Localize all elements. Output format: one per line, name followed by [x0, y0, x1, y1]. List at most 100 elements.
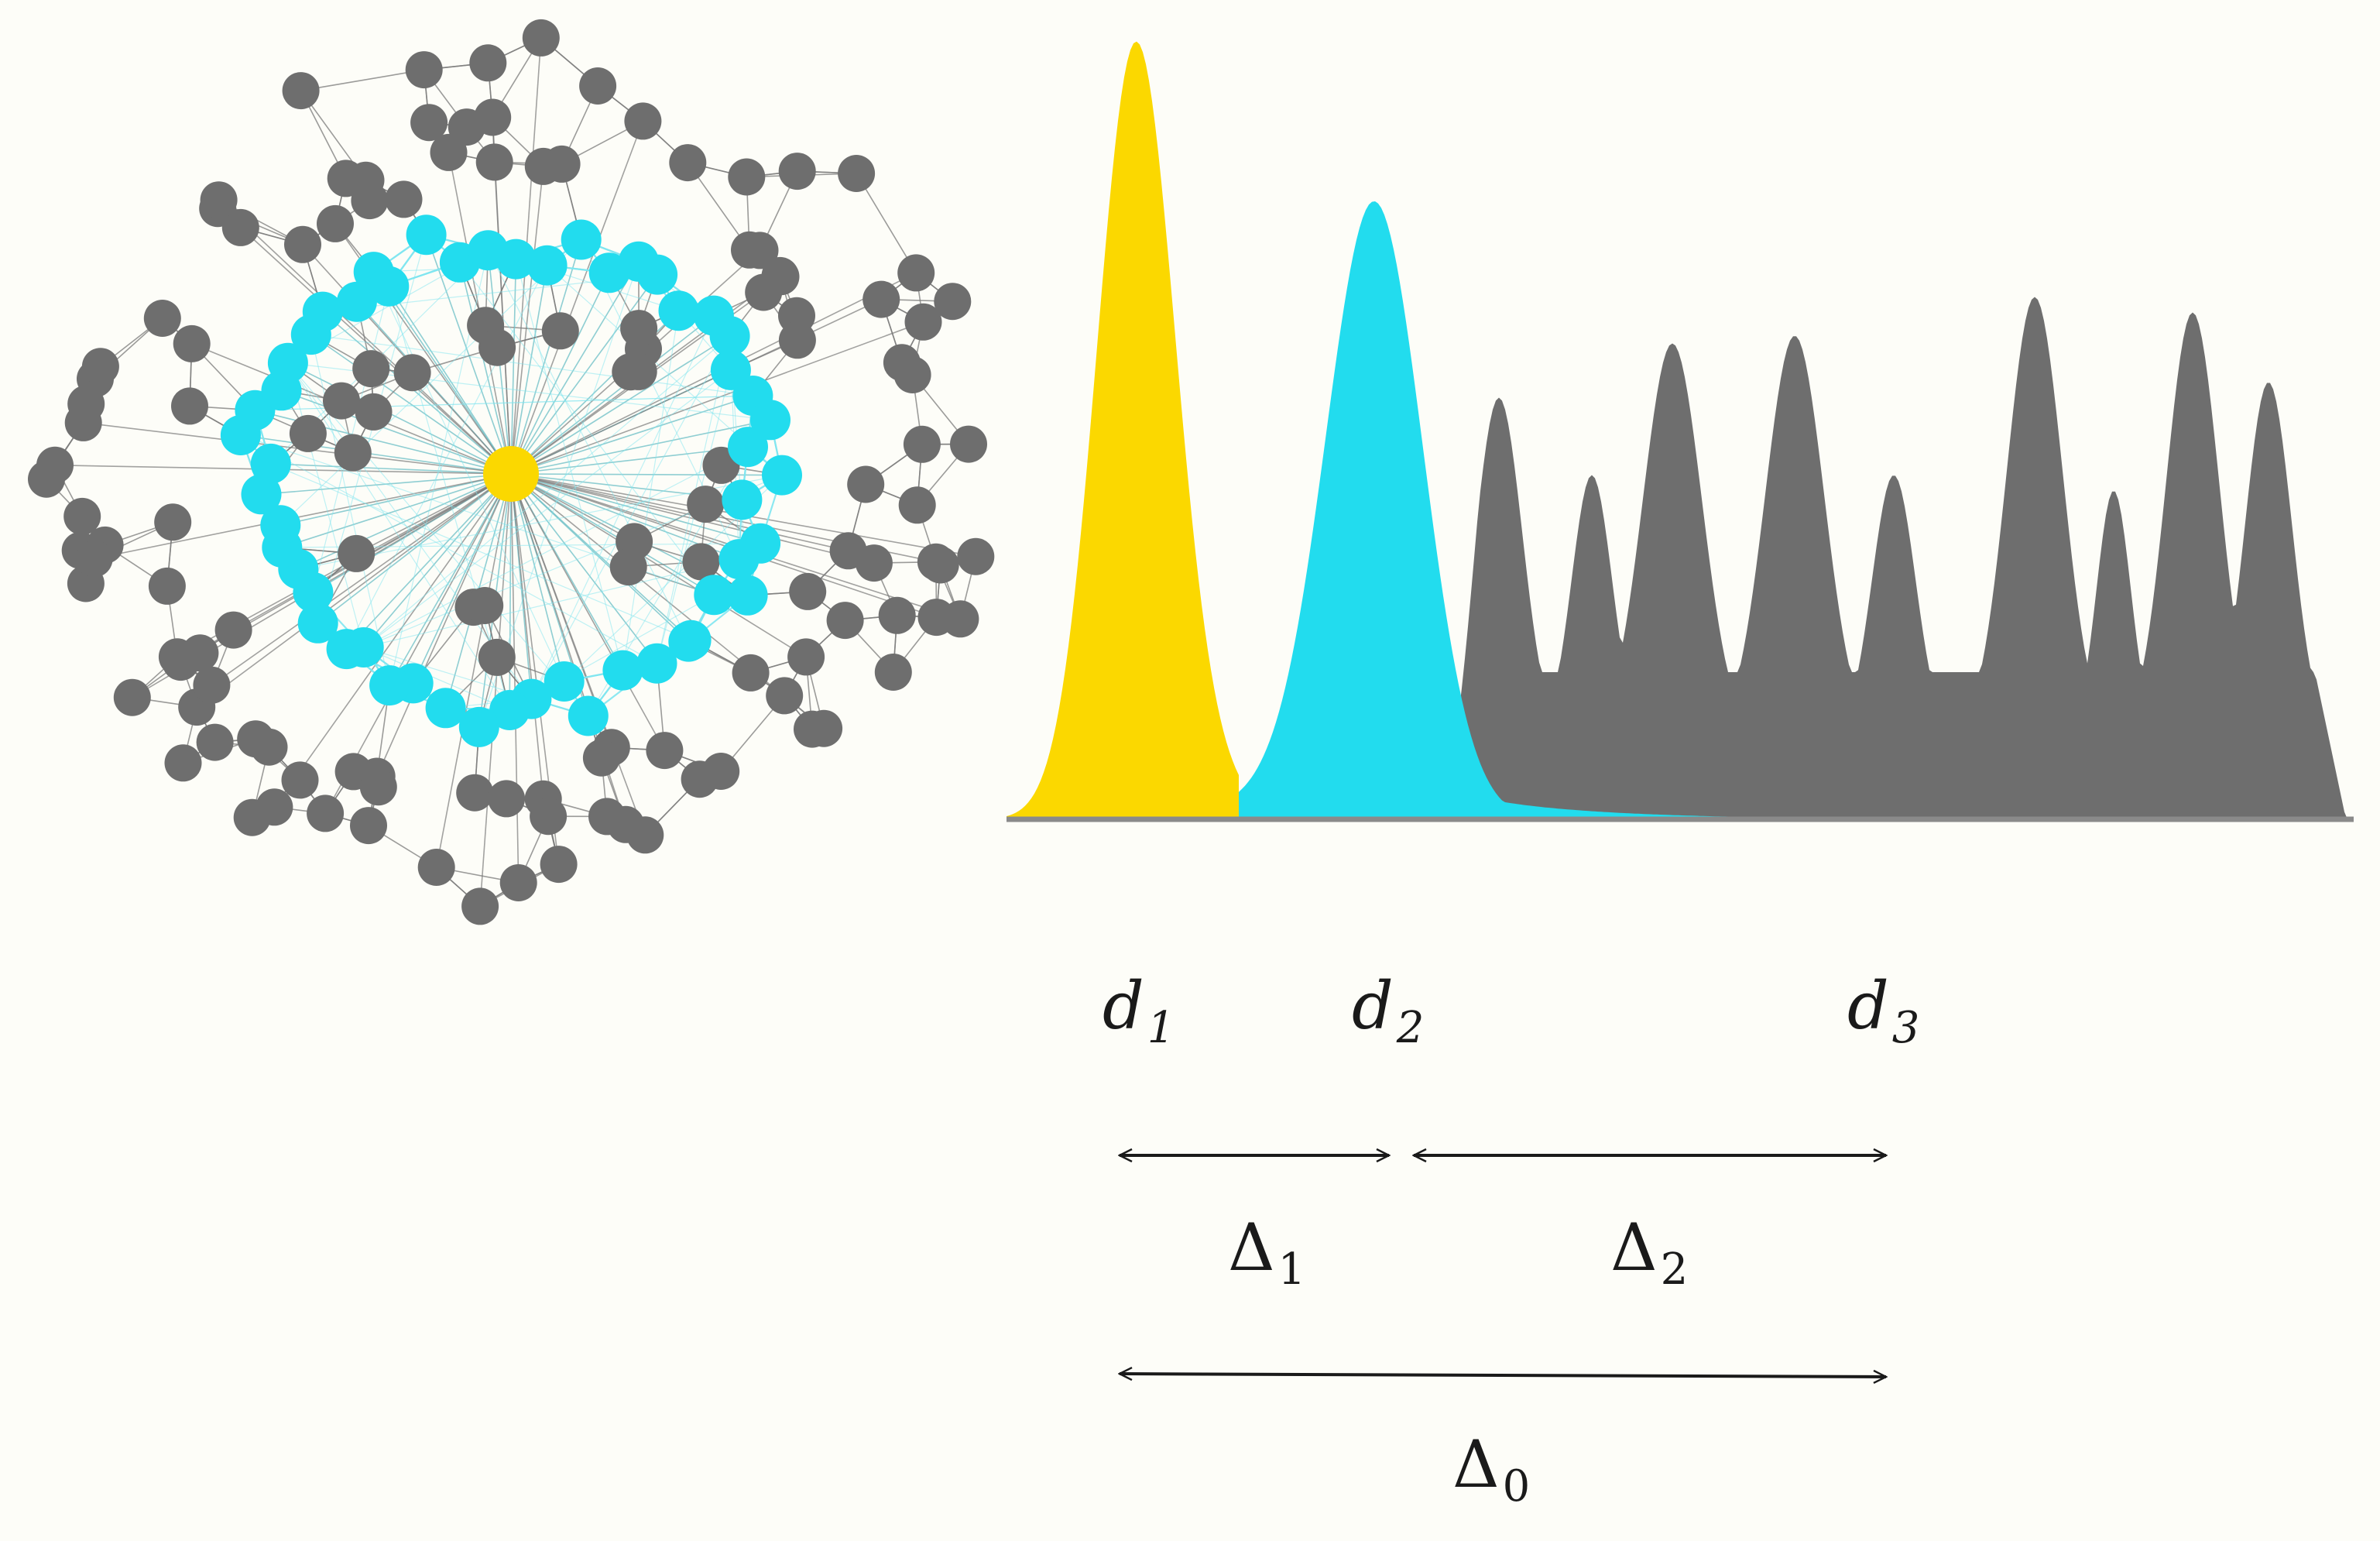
- gray-node: [787, 638, 825, 676]
- network-edge: [510, 473, 875, 564]
- network-edge: [510, 321, 924, 475]
- gray-node: [904, 303, 942, 341]
- gray-node: [540, 846, 578, 884]
- network-edge: [510, 473, 715, 595]
- cyan-node: [658, 290, 699, 331]
- gray-node: [334, 434, 372, 472]
- distribution-d2-cyan: [1208, 201, 1827, 819]
- gray-node: [687, 486, 725, 523]
- cyan-node: [336, 281, 377, 322]
- network-edge: [279, 239, 582, 526]
- gray-node: [323, 382, 360, 420]
- network-edge: [510, 473, 937, 618]
- cyan-node: [561, 219, 602, 260]
- network-edge: [240, 434, 512, 475]
- cyan-node: [297, 602, 338, 644]
- gray-node: [148, 567, 186, 605]
- gray-node: [282, 72, 320, 110]
- center-node: [483, 446, 539, 502]
- gray-node: [728, 158, 766, 196]
- label-d3: d3: [1847, 968, 1919, 1053]
- network-edge: [510, 473, 783, 476]
- gray-node: [338, 534, 376, 572]
- network-edge: [363, 335, 730, 648]
- gray-node: [250, 728, 288, 766]
- network-edge: [363, 647, 510, 711]
- network-edge: [388, 286, 512, 475]
- gray-node: [934, 283, 972, 321]
- network-edge: [287, 362, 365, 648]
- gray-node: [469, 44, 507, 82]
- gray-node: [626, 816, 664, 854]
- network-edge: [280, 473, 512, 527]
- gray-node: [143, 300, 181, 337]
- gray-node: [164, 744, 202, 782]
- network-edge: [510, 473, 565, 682]
- gray-node: [410, 104, 448, 142]
- gray-node: [826, 602, 864, 640]
- gray-node: [171, 387, 208, 425]
- gray-node: [75, 540, 113, 578]
- gray-node: [289, 414, 327, 452]
- network-edge: [510, 473, 849, 552]
- gray-node: [430, 133, 468, 171]
- gray-node: [81, 348, 119, 386]
- cyan-node: [260, 505, 301, 546]
- network-edge: [363, 369, 732, 648]
- gray-node: [499, 864, 537, 901]
- cyan-node: [302, 291, 343, 332]
- gray-node: [214, 611, 252, 649]
- network-graph: [28, 19, 995, 925]
- cyan-node: [267, 342, 308, 383]
- gray-node: [475, 143, 513, 181]
- network-edge: [346, 473, 512, 650]
- network-edge: [310, 334, 390, 686]
- gray-node: [789, 572, 827, 610]
- network-edge: [363, 558, 739, 648]
- cyan-node: [727, 575, 768, 616]
- distribution-d3-gray: [1440, 297, 2354, 819]
- network-edge: [510, 446, 749, 475]
- network-edge: [459, 262, 512, 475]
- network-edge: [287, 362, 589, 716]
- cyan-node: [526, 245, 568, 286]
- cyan-node: [458, 706, 499, 747]
- gray-node: [805, 709, 843, 747]
- cyan-node: [489, 690, 530, 730]
- cyan-node: [636, 643, 677, 684]
- cyan-node: [670, 619, 712, 661]
- gray-node: [646, 732, 684, 770]
- gray-node: [778, 321, 816, 359]
- label-d2: d2: [1352, 968, 1424, 1053]
- gray-node: [897, 254, 935, 292]
- network-edge: [287, 362, 510, 711]
- gray-node: [745, 273, 783, 311]
- network-edge: [376, 473, 512, 777]
- network-edge: [622, 311, 680, 671]
- network-edge: [425, 234, 512, 475]
- network-nodes: [28, 19, 995, 925]
- network-edge: [282, 473, 512, 548]
- network-edge: [515, 259, 623, 671]
- gray-node: [193, 666, 231, 704]
- cyan-node: [709, 316, 750, 356]
- gray-node: [917, 599, 955, 637]
- gray-node: [350, 807, 387, 845]
- cyan-node: [425, 688, 466, 729]
- cyan-node: [694, 575, 735, 616]
- gray-node: [530, 798, 568, 836]
- gray-node: [158, 638, 196, 676]
- gray-node: [488, 780, 526, 818]
- label-delta-2: Δ2: [1610, 1210, 1688, 1295]
- cyan-node: [718, 539, 760, 580]
- gray-node: [898, 486, 936, 524]
- gray-node: [154, 503, 192, 541]
- network-edge: [510, 473, 658, 664]
- network-edge: [270, 463, 512, 475]
- gray-node: [579, 67, 617, 105]
- gray-node: [778, 153, 816, 190]
- gray-node: [196, 723, 234, 761]
- gray-node: [478, 328, 516, 366]
- network-edge: [530, 315, 715, 699]
- label-delta-1: Δ1: [1228, 1210, 1305, 1295]
